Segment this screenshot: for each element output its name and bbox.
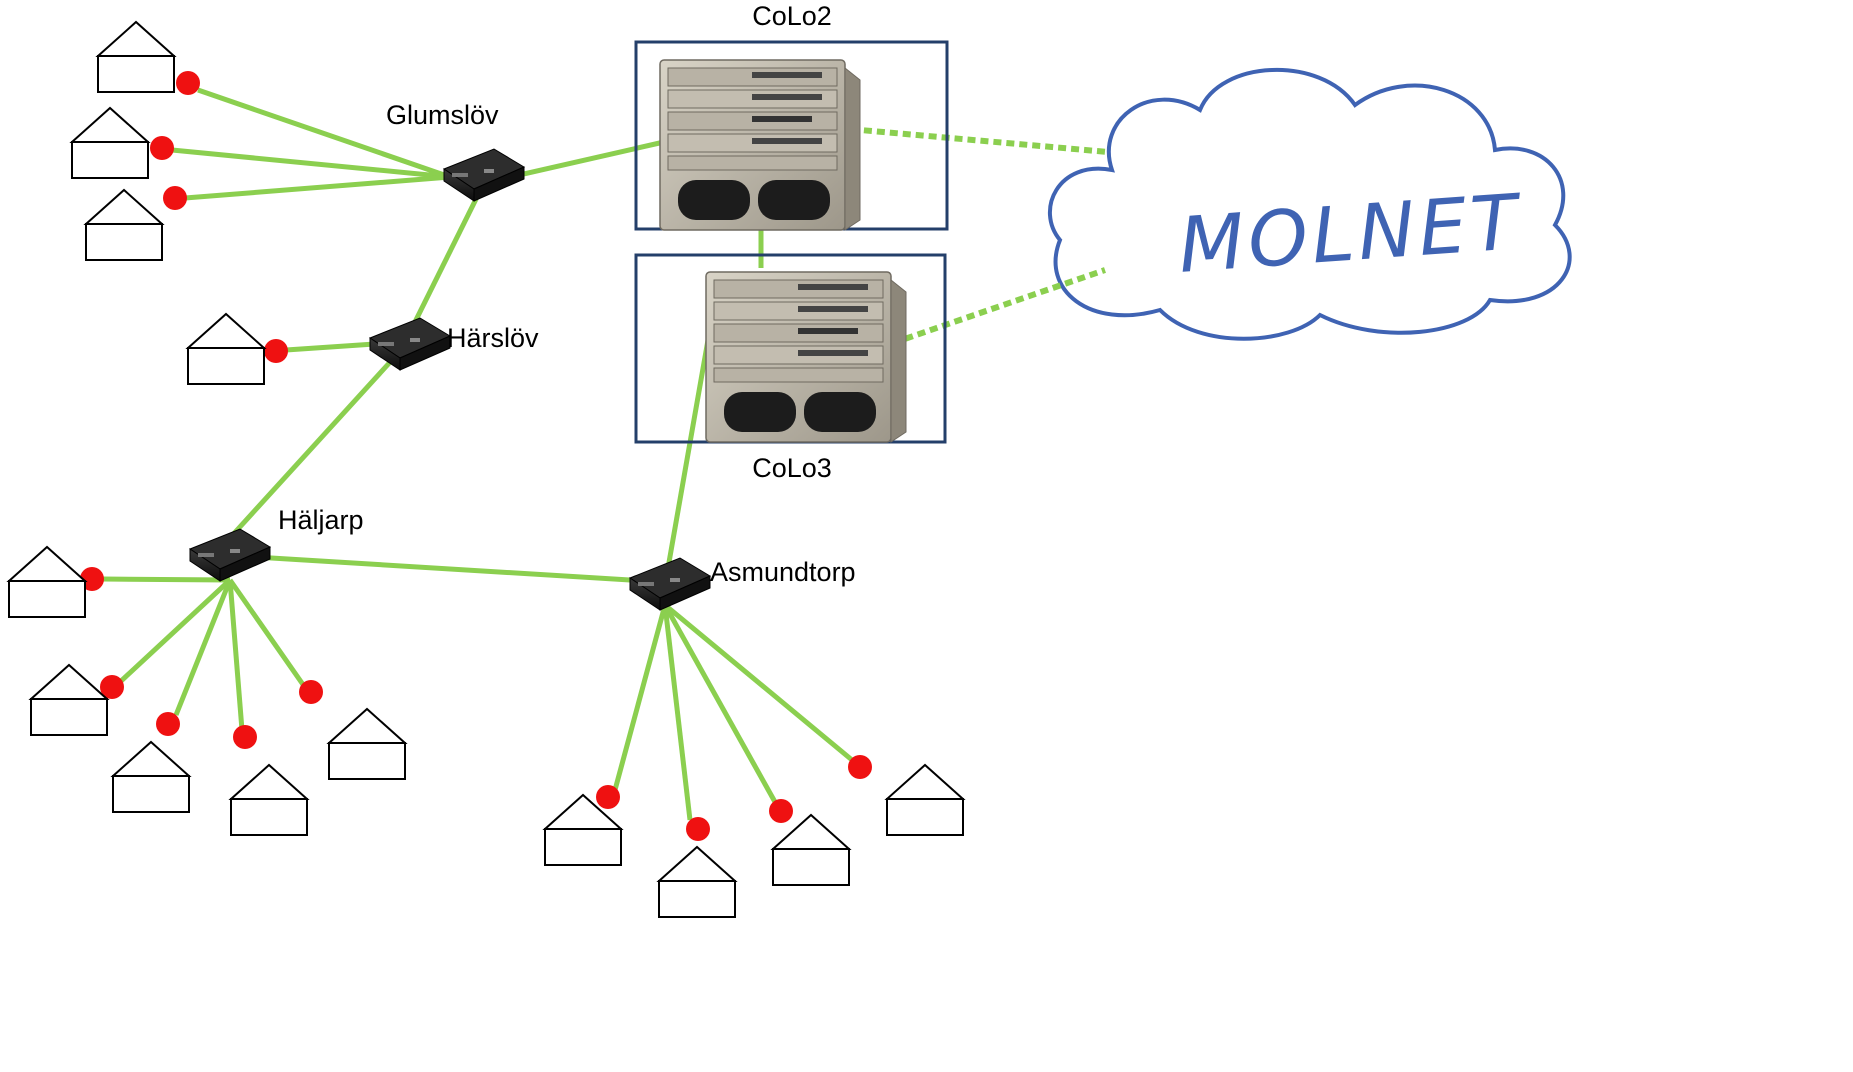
node-label-haljarp: Häljarp [278, 505, 364, 535]
link-haljarp-asmundtorp [254, 554, 647, 584]
endpoint-dot [299, 680, 323, 704]
link-asmundtorp-colo3 [665, 339, 711, 569]
endpoint-dot [264, 339, 288, 363]
link-layer [101, 87, 1109, 821]
node-glumslov[interactable]: Glumslöv [386, 100, 525, 202]
access-link-asmundtorp-2 [662, 604, 693, 821]
house-icon [658, 846, 736, 918]
colo2-site[interactable]: CoLo2 [634, 1, 949, 231]
house-icon [230, 764, 308, 836]
access-link-haljarp-3 [173, 579, 233, 716]
link-harslov-haljarp [226, 358, 394, 542]
switch-icon [443, 148, 525, 202]
access-link-asmundtorp-3 [662, 603, 778, 804]
node-label-asmundtorp: Asmundtorp [710, 557, 856, 587]
house-icon [30, 664, 108, 736]
colo2-label: CoLo2 [752, 1, 832, 31]
uplink-colo3-cloud [892, 267, 1106, 346]
node-label-harslov: Härslöv [447, 323, 539, 353]
chassis-router-icon [705, 271, 907, 443]
endpoint-dot [596, 785, 620, 809]
endpoint-dot [150, 136, 174, 160]
switch-icon [189, 528, 271, 582]
house-icon [85, 189, 163, 261]
switch-icon [629, 557, 711, 611]
house-icon [886, 764, 964, 836]
access-link-glumslov-1 [197, 87, 451, 180]
link-colo2-glumslov [505, 139, 665, 181]
house-icon [187, 313, 265, 385]
access-link-glumslov-2 [171, 147, 451, 180]
node-label-glumslov: Glumslöv [386, 100, 499, 130]
node-asmundtorp[interactable]: Asmundtorp [629, 557, 856, 611]
node-haljarp[interactable]: Häljarp [189, 505, 364, 582]
colo3-site[interactable]: CoLo3 [634, 253, 947, 483]
cloud-icon [1048, 67, 1572, 341]
access-link-haljarp-2 [118, 578, 232, 684]
house-icon [328, 708, 406, 780]
home-layer [8, 21, 964, 918]
endpoint-dot [80, 567, 104, 591]
link-glumslov-harslov [409, 185, 485, 330]
endpoint-dot [686, 817, 710, 841]
access-link-glumslov-3 [184, 174, 451, 201]
endpoint-dot [233, 725, 257, 749]
endpoint-dot [156, 712, 180, 736]
access-link-haljarp-4 [227, 579, 245, 731]
cloud-molnet: MOLNET [1048, 67, 1572, 341]
house-icon [112, 741, 190, 813]
access-link-asmundtorp-1 [612, 604, 668, 791]
house-icon [8, 546, 86, 618]
endpoint-dot [100, 675, 124, 699]
switch-icon [369, 317, 451, 371]
node-harslov[interactable]: Härslöv [369, 317, 539, 371]
chassis-router-icon [659, 59, 861, 231]
endpoint-dot [848, 755, 872, 779]
access-link-haljarp-5 [227, 578, 307, 688]
endpoint-dot [769, 799, 793, 823]
access-link-haljarp-1 [101, 576, 231, 583]
colo3-label: CoLo3 [752, 453, 832, 483]
house-icon [772, 814, 850, 886]
house-icon [97, 21, 175, 93]
house-icon [71, 107, 149, 179]
access-link-asmundtorp-4 [663, 603, 854, 762]
endpoint-dot [176, 71, 200, 95]
uplink-colo2-cloud [837, 125, 1109, 155]
endpoint-dot [163, 186, 187, 210]
